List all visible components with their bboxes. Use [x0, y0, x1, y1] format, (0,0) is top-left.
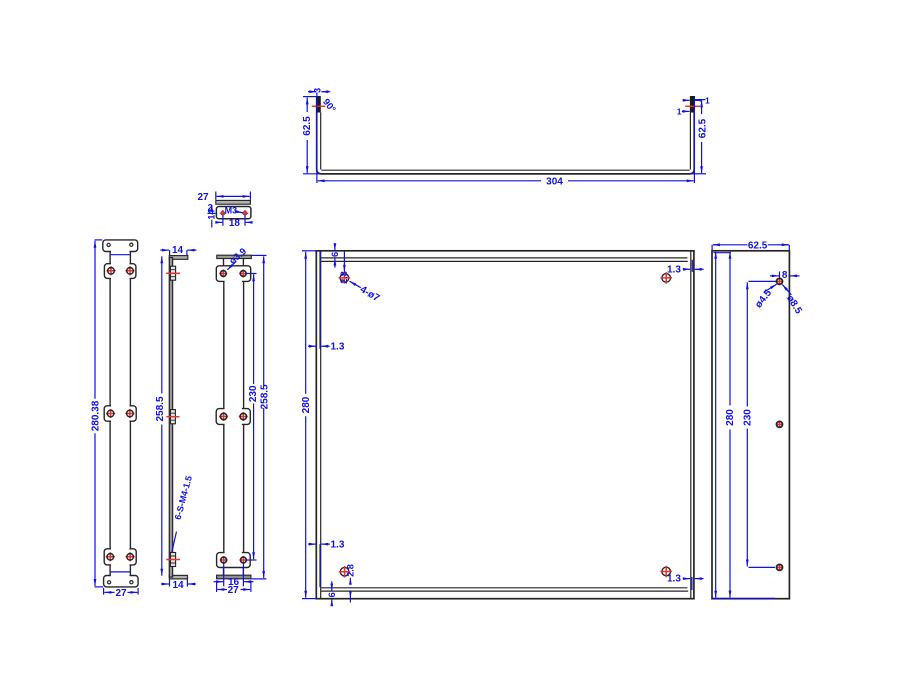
- svg-text:280.38: 280.38: [90, 400, 101, 431]
- svg-text:258.5: 258.5: [155, 396, 166, 421]
- svg-text:14: 14: [172, 245, 184, 256]
- svg-text:62.5: 62.5: [697, 118, 708, 138]
- svg-text:6: 6: [327, 592, 338, 597]
- svg-text:1.3: 1.3: [667, 574, 681, 585]
- svg-text:1.3: 1.3: [331, 342, 345, 353]
- svg-text:27: 27: [198, 192, 210, 203]
- svg-text:M3: M3: [225, 206, 238, 216]
- svg-text:14: 14: [173, 580, 185, 591]
- svg-text:2.8: 2.8: [339, 271, 349, 284]
- svg-text:62.5: 62.5: [302, 116, 313, 136]
- svg-text:62.5: 62.5: [748, 240, 768, 251]
- svg-text:16: 16: [228, 577, 240, 588]
- svg-text:258.5: 258.5: [259, 384, 270, 409]
- svg-text:14: 14: [207, 210, 217, 220]
- svg-text:230: 230: [248, 385, 259, 402]
- svg-text:280: 280: [725, 409, 736, 426]
- svg-text:18: 18: [229, 218, 241, 229]
- svg-text:1.3: 1.3: [667, 265, 681, 276]
- svg-text:3: 3: [313, 88, 323, 93]
- svg-text:1: 1: [677, 107, 682, 117]
- svg-text:2: 2: [208, 202, 213, 212]
- svg-text:8: 8: [782, 270, 788, 281]
- svg-text:1: 1: [705, 96, 710, 106]
- svg-text:1.3: 1.3: [331, 540, 345, 551]
- svg-text:2.8: 2.8: [345, 564, 355, 577]
- svg-text:6: 6: [330, 252, 341, 257]
- svg-text:230: 230: [743, 409, 754, 426]
- svg-text:27: 27: [228, 585, 240, 596]
- svg-text:304: 304: [546, 176, 563, 187]
- svg-text:27: 27: [115, 588, 127, 599]
- svg-text:280: 280: [301, 396, 312, 413]
